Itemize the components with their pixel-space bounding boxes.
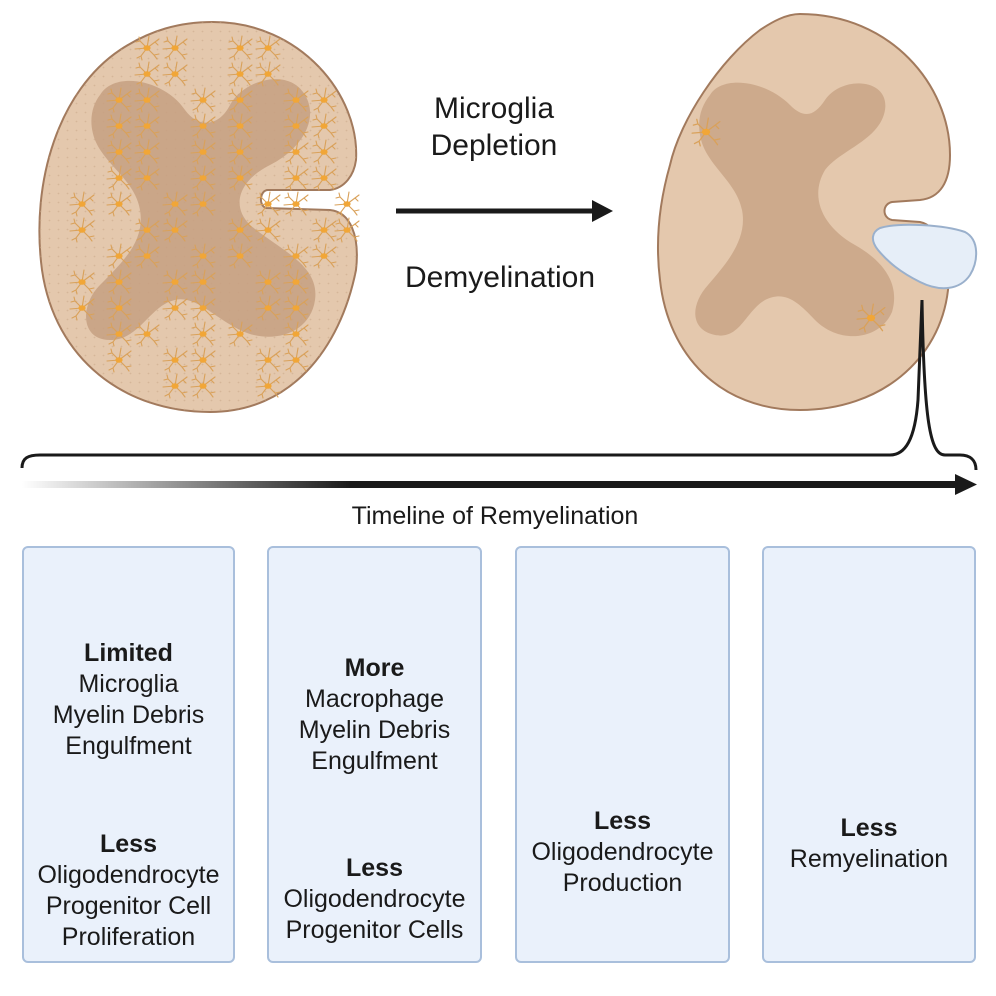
panel-1-line: Proliferation	[61, 923, 196, 951]
panel-2-emphasis-2: Less	[346, 854, 403, 882]
panel-2-group-2: Less Oligodendrocyte Progenitor Cells	[269, 853, 480, 946]
panel-3-line: Production	[562, 869, 683, 897]
panel-1-line: Oligodendrocyte	[37, 861, 220, 889]
panel-4-line: Remyelination	[789, 845, 949, 873]
timeline-label: Timeline of Remyelination	[351, 502, 639, 530]
panel-1-line: Engulfment	[65, 732, 192, 760]
panel-3-group-1: Less Oligodendrocyte Production	[517, 806, 728, 899]
panel-4-emphasis: Less	[840, 814, 898, 842]
panel-1-group-2: Less Oligodendrocyte Progenitor Cell Pro…	[24, 829, 233, 953]
panel-macrophage: More Macrophage Myelin Debris Engulfment…	[267, 546, 482, 963]
panel-1-emphasis-2: Less	[100, 830, 157, 858]
arrow-label-demyelination: Demyelination	[404, 261, 596, 294]
panel-microglia: Limited Microglia Myelin Debris Engulfme…	[22, 546, 235, 963]
panel-1-line: Myelin Debris	[52, 701, 205, 729]
panel-2-group-1: More Macrophage Myelin Debris Engulfment	[269, 653, 480, 777]
panel-2-line: Myelin Debris	[298, 716, 451, 744]
panel-3-emphasis: Less	[594, 807, 651, 835]
panel-oligodendrocyte: Less Oligodendrocyte Production	[515, 546, 730, 963]
panel-1-line: Microglia	[78, 670, 179, 698]
spinal-cord-before	[38, 20, 360, 414]
panel-1-emphasis: Limited	[84, 639, 173, 667]
panel-1-line: Progenitor Cell	[45, 892, 212, 920]
panel-1-group-1: Limited Microglia Myelin Debris Engulfme…	[24, 638, 233, 762]
spinal-cord-after	[657, 12, 978, 412]
panel-4-group-1: Less Remyelination	[764, 813, 974, 875]
arrow-label-depletion: Depletion	[430, 129, 558, 162]
panel-remyelination: Less Remyelination	[762, 546, 976, 963]
timeline-brace	[20, 299, 978, 471]
panel-3-line: Oligodendrocyte	[531, 838, 714, 866]
panel-2-line: Engulfment	[311, 747, 438, 775]
panel-2-line: Oligodendrocyte	[283, 885, 466, 913]
arrow-label-microglia: Microglia	[433, 92, 555, 125]
panel-2-line: Macrophage	[305, 685, 444, 713]
depletion-arrow	[396, 200, 613, 222]
panel-2-line: Progenitor Cells	[285, 916, 464, 944]
timeline-arrow	[22, 474, 977, 495]
panel-2-emphasis: More	[344, 654, 405, 682]
